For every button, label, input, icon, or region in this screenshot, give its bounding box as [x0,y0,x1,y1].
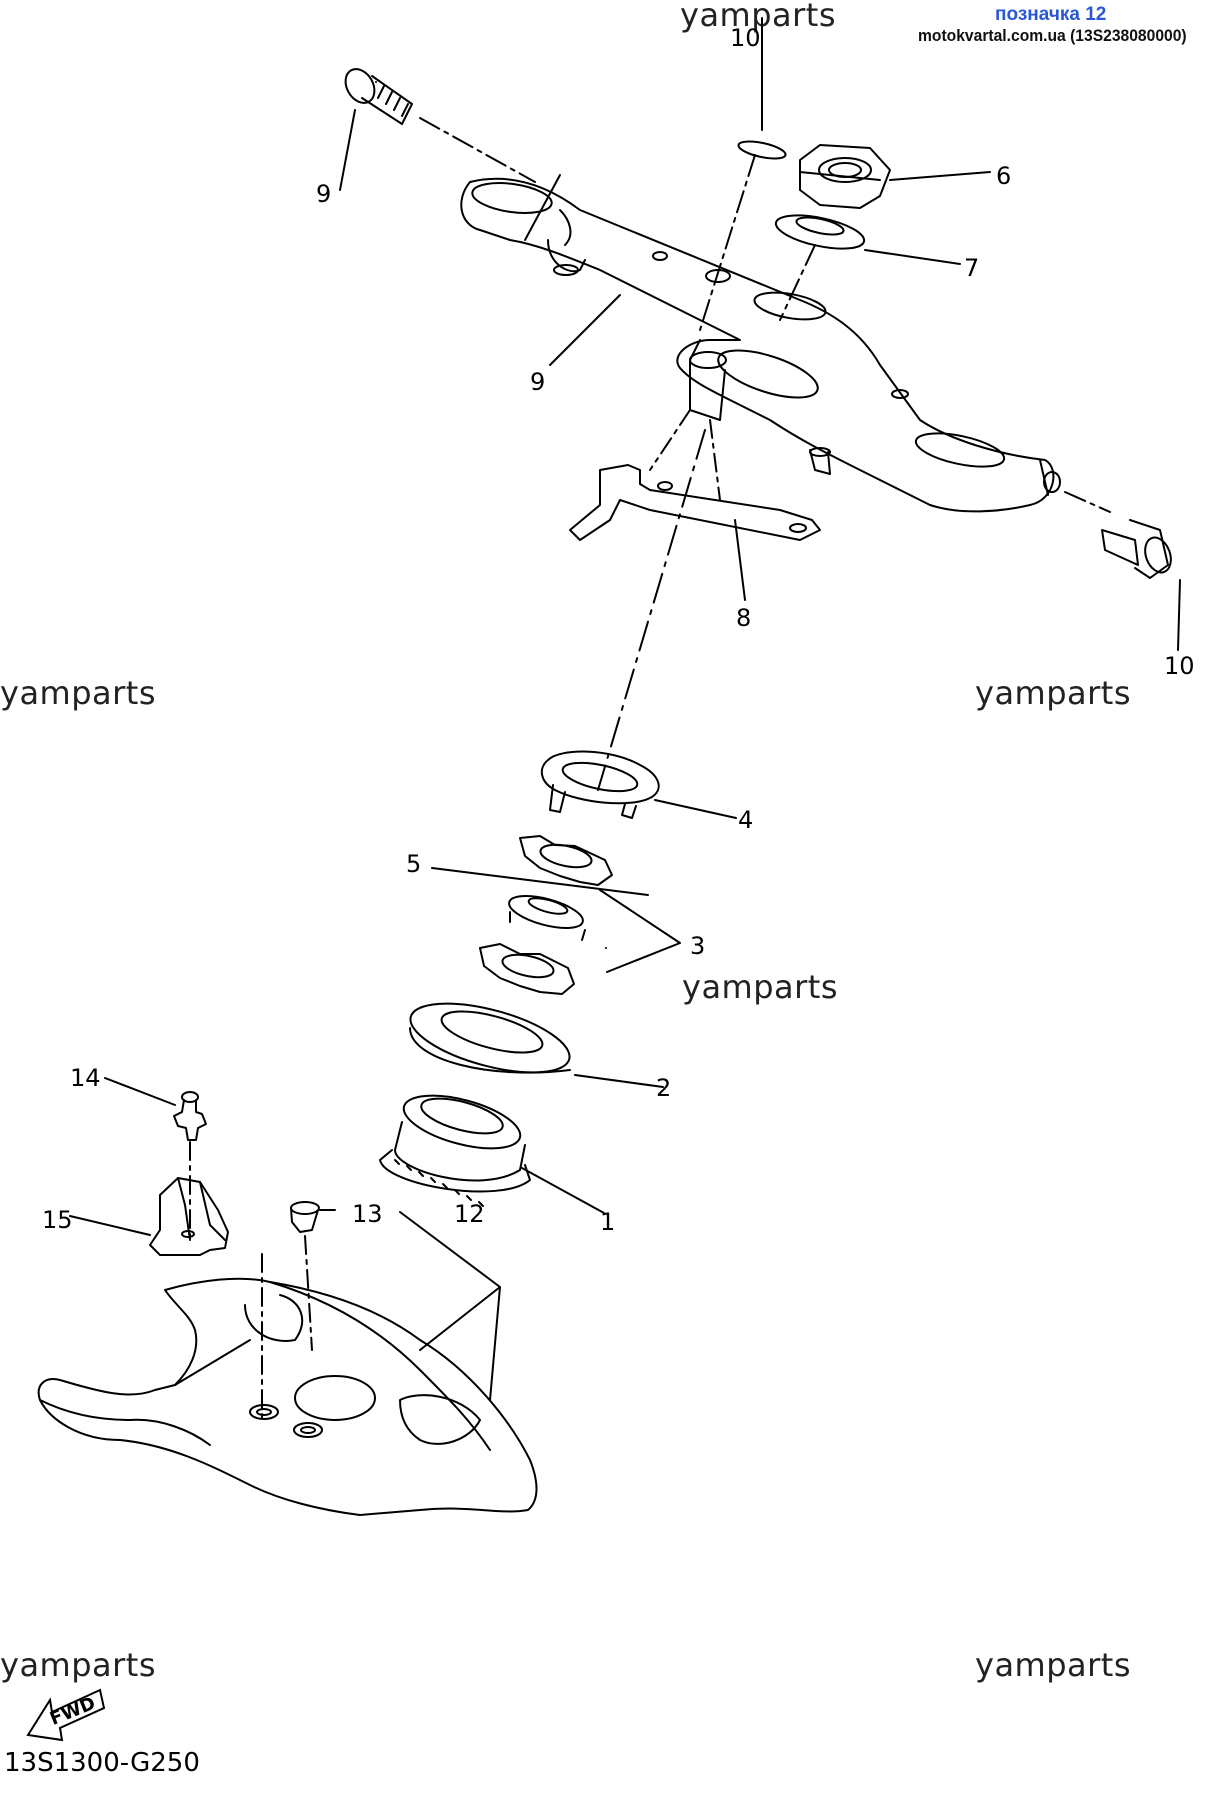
header-badge: позначка 12 [995,4,1107,25]
watermark-top: yamparts [680,0,837,34]
callout-15: 15 [42,1206,73,1234]
callout-2: 2 [656,1074,671,1102]
washer-7 [774,214,866,250]
callout-1: 1 [600,1208,615,1236]
header-site-label: motokvartal.com.ua (13S238080000) [918,26,1187,45]
collar-13 [290,1201,320,1233]
callout-12: 12 [454,1200,485,1228]
callout-8: 8 [736,604,751,632]
callout-10-right: 10 [1164,652,1195,680]
bolt-top-left [344,68,413,125]
upper-bracket [460,177,1061,513]
watermark-left-mid: yamparts [0,674,157,712]
diagram-code: 13S1300-G250 [4,1748,200,1778]
watermark-right-bottom: yamparts [975,1646,1132,1684]
bracket-plate [569,464,821,541]
callout-4: 4 [738,806,753,834]
ring-nut-lower [479,943,575,995]
bolt-bottom-right [1101,519,1172,579]
bearing-cover [409,1002,571,1074]
clip-14 [173,1091,207,1141]
callout-5: 5 [406,850,421,878]
steering-nut [799,144,891,209]
lower-cover [37,1277,538,1516]
ring-nut-upper [519,835,613,886]
watermark-right-mid: yamparts [975,674,1132,712]
callout-6: 6 [996,162,1011,190]
watermark-left-bottom: yamparts [0,1646,157,1684]
callout-7: 7 [964,254,979,282]
holder-15 [149,1177,229,1256]
callout-9: 9 [530,368,545,396]
fwd-label: FWD [47,1693,99,1730]
callout-3: 3 [690,932,705,960]
callout-11: 10 [730,24,761,52]
lock-washer [540,750,660,819]
watermark-center: yamparts [682,968,839,1006]
callout-10-top: 9 [316,180,331,208]
callout-13: 13 [352,1200,383,1228]
bearing [379,1094,531,1207]
fwd-arrow [26,1688,106,1742]
washer-5 [508,895,586,941]
callout-14: 14 [70,1064,101,1092]
o-ring [737,140,787,160]
